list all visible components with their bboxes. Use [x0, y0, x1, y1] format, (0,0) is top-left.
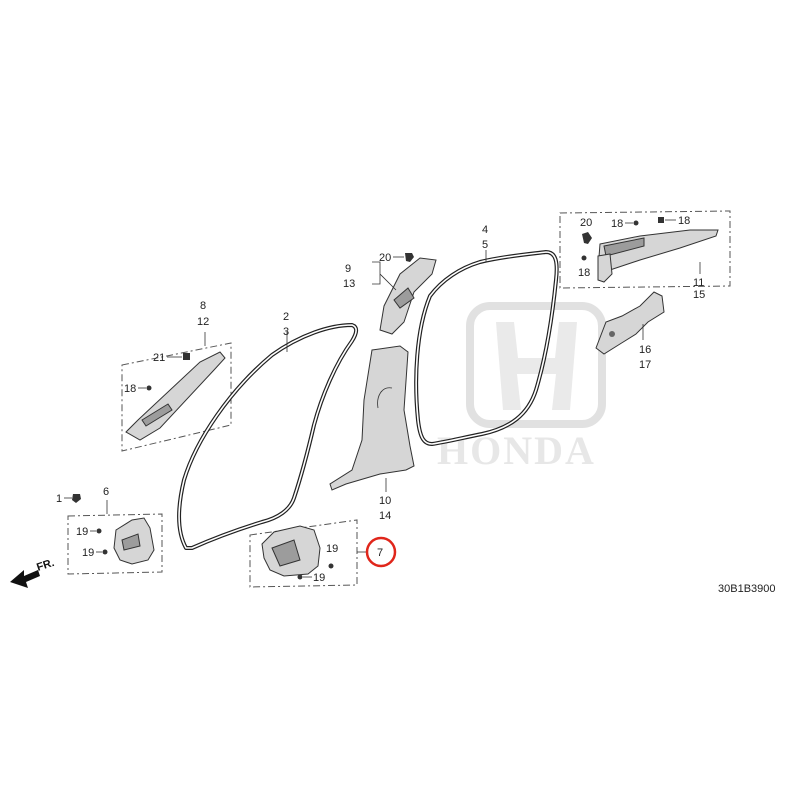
clip-19-front-b-icon [102, 549, 108, 555]
callout-9: 9 [345, 263, 351, 275]
callout-7: 7 [377, 547, 383, 559]
callout-16: 16 [639, 344, 651, 356]
callout-19-front-b: 19 [82, 547, 94, 559]
clip-1-icon [72, 494, 81, 503]
callout-3: 3 [283, 326, 289, 338]
callout-18-rear-a: 18 [611, 218, 623, 230]
diagram-code: 30B1B3900 [718, 583, 776, 595]
frame-front-pillar [121, 342, 232, 452]
center-lower-garnish-contour [377, 387, 393, 409]
callout-19-rear-a: 19 [326, 543, 338, 555]
group-front-kick-panel: 1 6 19 19 [56, 486, 163, 575]
callout-17: 17 [639, 359, 651, 371]
center-upper-garnish-detail [393, 287, 415, 309]
callout-21: 21 [153, 352, 165, 364]
rear-kick-panel-detail [271, 539, 301, 567]
frame-rear-pillar [559, 210, 731, 289]
clip-18-front-icon [146, 385, 152, 391]
center-lower-garnish-part [329, 345, 415, 491]
callout-2: 2 [283, 311, 289, 323]
callout-10: 10 [379, 495, 391, 507]
rear-door-weatherstrip: 4 5 [414, 224, 559, 446]
callout-14: 14 [379, 510, 391, 522]
clip-19-front-a-icon [96, 528, 102, 534]
clip-19-rear-b-icon [297, 574, 303, 580]
rear-pillar-lower-tab [597, 253, 613, 283]
callout-6: 6 [103, 486, 109, 498]
rear-weatherstrip-inner [415, 251, 558, 445]
bracket-16-17: 16 17 [595, 291, 665, 371]
bracket-hole-icon [609, 331, 615, 337]
front-kick-panel-detail [121, 533, 141, 551]
watermark-text: HONDA [437, 428, 596, 473]
front-pillar-garnish-detail [141, 403, 173, 427]
callout-1: 1 [56, 493, 62, 505]
clip-20-center-icon [405, 253, 414, 262]
center-pillar-lower-garnish: 10 14 [329, 345, 415, 522]
highlight-ring [365, 536, 397, 568]
clip-21-icon [183, 353, 190, 360]
honda-watermark: HONDA [437, 302, 606, 473]
clip-19-rear-a-icon [328, 563, 334, 569]
callout-12: 12 [197, 316, 209, 328]
callout-15: 15 [693, 289, 705, 301]
front-door-weatherstrip: 2 3 [177, 311, 359, 550]
callout-8: 8 [200, 300, 206, 312]
watermark-h-letter [496, 322, 577, 410]
clip-20-rear-icon [582, 232, 592, 244]
front-arrow-label: FR. [35, 557, 56, 574]
callout-18-front: 18 [124, 383, 136, 395]
callout-13: 13 [343, 278, 355, 290]
group-rear-pillar-garnish: 11 15 20 18 18 18 [559, 210, 731, 301]
group-rear-kick-panel: 19 19 7 [249, 519, 397, 588]
callout-20-rear: 20 [580, 217, 592, 229]
clip-18-rear-a-icon [633, 220, 639, 226]
front-arrow: FR. [10, 557, 56, 588]
leader-9-13 [372, 261, 397, 291]
bracket-part [595, 291, 665, 355]
callout-11: 11 [693, 277, 704, 289]
callout-18-rear-b: 18 [678, 215, 690, 227]
group-front-pillar-garnish: 8 12 21 18 [121, 300, 232, 452]
rear-pillar-garnish-trim [603, 237, 645, 257]
watermark-h-frame [466, 302, 606, 428]
callout-19-front-a: 19 [76, 526, 88, 538]
callout-19-rear-b: 19 [313, 572, 325, 584]
callout-20-center: 20 [379, 252, 391, 264]
callout-5: 5 [482, 239, 488, 251]
front-weatherstrip-inner [178, 324, 357, 549]
front-arrow-icon [10, 570, 40, 588]
frame-front-kick [67, 513, 163, 575]
clip-18-rear-c-icon [581, 255, 587, 261]
group-center-pillar-upper: 9 13 20 [343, 252, 437, 335]
rear-weatherstrip-shape [414, 250, 559, 446]
callout-4: 4 [482, 224, 488, 236]
clip-18-rear-b-icon [658, 217, 664, 223]
callout-18-rear-c: 18 [578, 267, 590, 279]
